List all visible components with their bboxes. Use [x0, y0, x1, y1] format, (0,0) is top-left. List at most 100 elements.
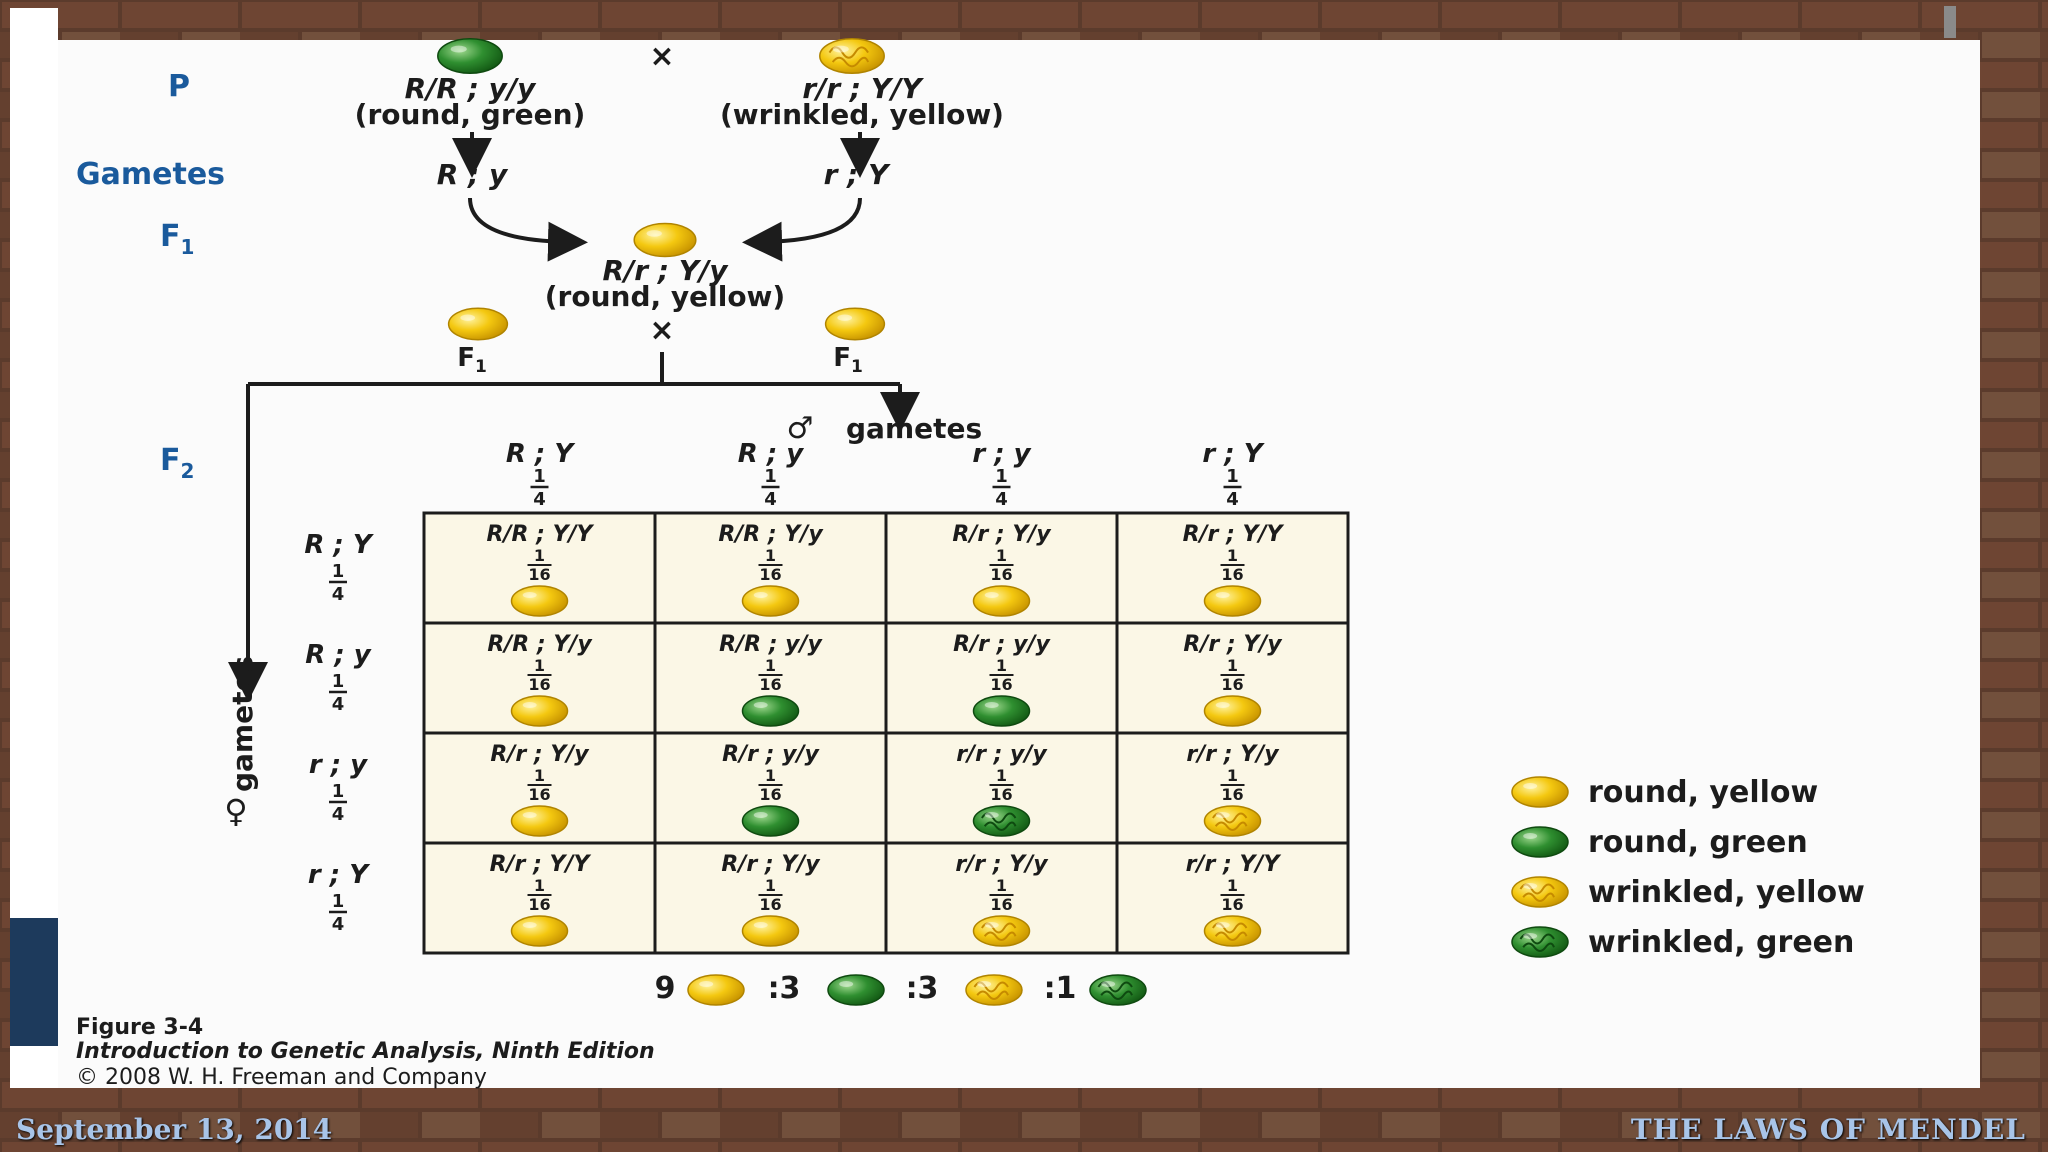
gamete-right: r ; Y: [824, 158, 892, 191]
cell-fraction-den: 16: [990, 785, 1012, 804]
slide-accent-bar: [10, 918, 58, 1046]
ratio-9: 9: [655, 971, 676, 1006]
row-fraction-num: 1: [332, 891, 345, 912]
column-gamete: r ; Y: [1202, 439, 1265, 469]
row-gamete: r ; y: [309, 750, 368, 780]
row-header: r ; y14: [309, 750, 368, 825]
f1-pea-right: [824, 307, 886, 341]
generation-label-f2: F2: [160, 443, 194, 483]
row-gamete: R ; y: [305, 640, 372, 670]
cell-fraction-num: 1: [765, 766, 776, 785]
ratio-3b: :3: [906, 971, 939, 1006]
pea-round-yellow-icon: [1511, 776, 1569, 808]
cell-genotype: R/R ; y/y: [719, 632, 823, 657]
cell-genotype: r/r ; y/y: [956, 742, 1048, 767]
pea-round-yellow-icon: [741, 915, 800, 947]
column-fraction-num: 1: [764, 466, 777, 487]
row-fraction-num: 1: [332, 561, 345, 582]
cell-fraction-den: 16: [990, 565, 1012, 584]
cell-genotype: R/r ; y/y: [953, 632, 1051, 657]
column-fraction-den: 4: [995, 489, 1008, 510]
phenotype-ratio: 9 :3 :3 :1: [655, 971, 1147, 1006]
pea-wrinkled-yellow-icon: [1203, 915, 1262, 947]
pea-round-green-icon: [741, 695, 800, 727]
cell-fraction-num: 1: [1227, 546, 1238, 565]
cell-fraction-den: 16: [990, 895, 1012, 914]
cell-fraction-den: 16: [528, 895, 550, 914]
caption-copyright: © 2008 W. H. Freeman and Company: [76, 1065, 487, 1090]
cell-fraction-num: 1: [534, 766, 545, 785]
cell-fraction-num: 1: [534, 656, 545, 675]
cell-fraction-den: 16: [1221, 785, 1243, 804]
cell-genotype: R/r ; Y/y: [490, 742, 590, 767]
scrollbar-thumb[interactable]: [1944, 6, 1956, 38]
ratio-pea-wrinkled-green: [1089, 974, 1147, 1006]
column-gamete: r ; y: [972, 439, 1031, 469]
caption-figure-number: Figure 3-4: [76, 1015, 203, 1040]
parent-right-phenotype: (wrinkled, yellow): [720, 98, 1004, 131]
row-fraction-den: 4: [332, 804, 345, 825]
cell-fraction-den: 16: [759, 565, 781, 584]
female-gametes-label: gametes: [226, 656, 259, 792]
pea-round-green-icon: [1511, 826, 1569, 858]
cell-fraction-den: 16: [528, 785, 550, 804]
f1-label-right: F1: [833, 343, 863, 377]
cell-genotype: R/R ; Y/y: [487, 632, 593, 657]
column-fraction-num: 1: [1226, 466, 1239, 487]
ratio-pea-round-yellow: [687, 974, 745, 1006]
cell-fraction-num: 1: [765, 546, 776, 565]
gamete-left: R ; y: [437, 158, 509, 191]
f1-pea-left: [447, 307, 509, 341]
male-symbol: ♂: [787, 411, 814, 446]
cell-fraction-num: 1: [996, 766, 1007, 785]
male-gametes-label: gametes: [846, 412, 982, 445]
pea-round-yellow-icon: [510, 585, 569, 617]
cell-fraction-num: 1: [1227, 876, 1238, 895]
slide-topic: THE LAWS OF MENDEL: [1630, 1113, 2026, 1146]
cell-genotype: r/r ; Y/y: [955, 852, 1049, 877]
slide-left-edge: [10, 8, 58, 1088]
column-fraction-den: 4: [533, 489, 546, 510]
legend-item: round, yellow: [1511, 775, 1818, 810]
generation-label-p: P: [168, 69, 190, 104]
generation-label-f1: F1: [160, 219, 194, 259]
arrow-gamete-right-to-f1: [742, 197, 862, 262]
cell-fraction-num: 1: [534, 876, 545, 895]
f1-label-left: F1: [457, 343, 487, 377]
column-header: r ; y14: [972, 439, 1031, 510]
pea-round-green-icon: [972, 695, 1031, 727]
parent-pea-wrinkled-yellow: [819, 38, 885, 74]
cell-fraction-den: 16: [1221, 895, 1243, 914]
column-gamete: R ; y: [738, 439, 805, 469]
parent-left-phenotype: (round, green): [355, 98, 586, 131]
legend: round, yellow round, green wrinkled, yello…: [1511, 775, 1865, 960]
legend-label: wrinkled, green: [1588, 925, 1854, 960]
ratio-1: :1: [1044, 971, 1077, 1006]
cell-fraction-num: 1: [996, 546, 1007, 565]
pea-wrinkled-green-icon: [972, 805, 1031, 837]
column-fraction-num: 1: [533, 466, 546, 487]
cell-fraction-num: 1: [1227, 656, 1238, 675]
legend-label: round, yellow: [1588, 775, 1818, 810]
pea-wrinkled-yellow-icon: [1511, 876, 1569, 908]
legend-label: round, green: [1588, 825, 1808, 860]
cell-fraction-num: 1: [534, 546, 545, 565]
cell-genotype: R/r ; y/y: [722, 742, 820, 767]
ratio-pea-round-green: [827, 974, 885, 1006]
column-header: R ; Y14: [506, 439, 577, 510]
legend-item: wrinkled, yellow: [1511, 875, 1865, 910]
column-fraction-den: 4: [1226, 489, 1239, 510]
cell-fraction-den: 16: [1221, 675, 1243, 694]
cell-fraction-num: 1: [996, 876, 1007, 895]
cell-genotype: R/r ; Y/y: [952, 522, 1052, 547]
f1-genotype: R/r ; Y/y: [602, 254, 729, 287]
row-header: R ; y14: [305, 640, 372, 715]
